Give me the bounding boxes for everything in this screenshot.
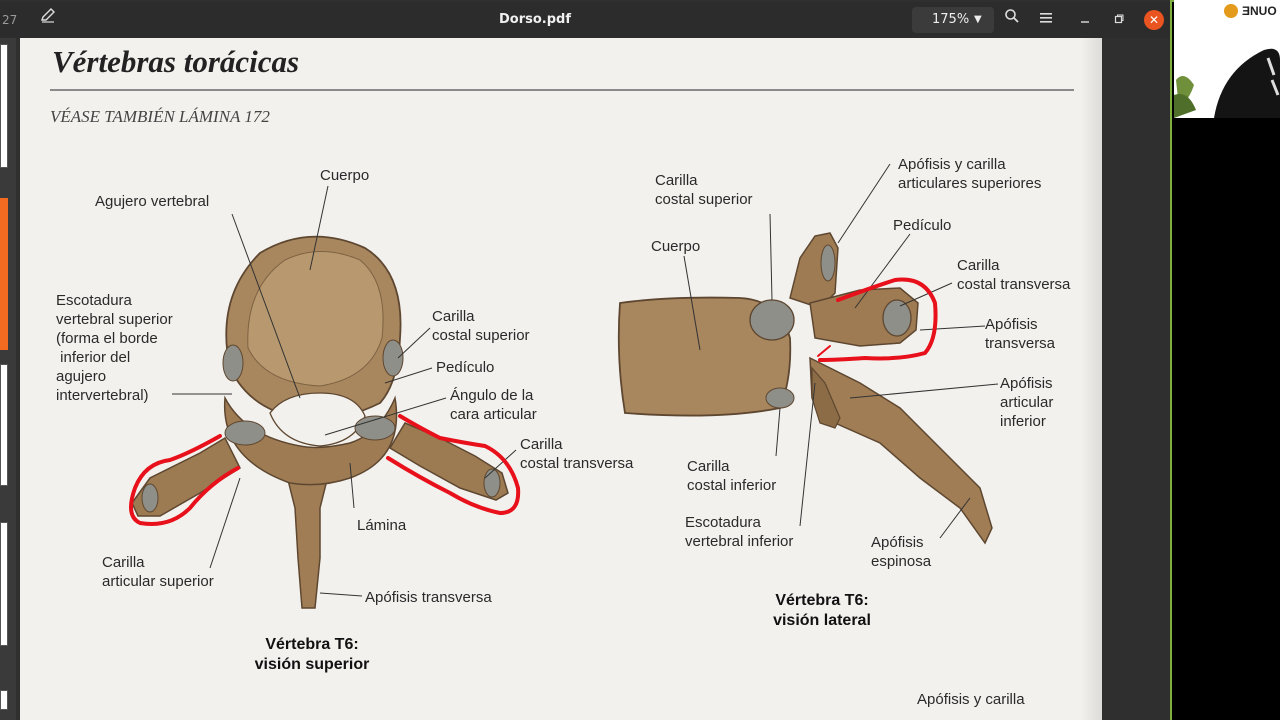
label-apofisis-carilla-sup: Apófisis y carilla articulares superiore… <box>898 156 1042 192</box>
label-pediculo: Pedículo <box>436 359 495 376</box>
caption-lateral-view: Vértebra T6: visión lateral <box>773 592 871 629</box>
logo-icon <box>1224 4 1238 18</box>
title-bar: 27 Dorso.pdf 175% ▼ ✕ <box>0 2 1170 38</box>
zoom-value: 175% <box>932 12 970 27</box>
page-thumbnail[interactable] <box>0 522 8 646</box>
webcam-background <box>1174 118 1280 720</box>
logo-text: ƎNUO <box>1242 4 1277 18</box>
label-carilla-costal-transversa: Carilla costal transversa <box>520 436 634 472</box>
pdf-viewer-window: 27 Dorso.pdf 175% ▼ ✕ Vértebras torácica… <box>0 0 1172 720</box>
label-apofisis-transversa: Apófisis transversa <box>365 589 492 606</box>
page-thumbnail[interactable] <box>0 364 8 486</box>
close-icon[interactable]: ✕ <box>1144 10 1164 30</box>
search-icon[interactable] <box>1000 8 1024 32</box>
page-subheading: VÉASE TAMBIÉN LÁMINA 172 <box>50 107 270 126</box>
annotation-strokes <box>129 277 938 526</box>
label-apofisis-transversa-lat: Apófisis transversa <box>985 316 1056 352</box>
label-lamina: Lámina <box>357 517 407 534</box>
label-cuerpo-lat: Cuerpo <box>651 238 701 255</box>
label-carilla-costal-inferior: Carilla costal inferior <box>687 458 777 494</box>
page-number: 27 <box>2 13 18 27</box>
label-angulo-cara-articular: Ángulo de la cara articular <box>450 387 537 423</box>
label-carilla-costal-superior: Carilla costal superior <box>432 308 530 344</box>
restore-icon[interactable] <box>1107 8 1131 32</box>
label-escotadura-inferior: Escotadura vertebral inferior <box>685 514 794 550</box>
zoom-dropdown[interactable]: 175% ▼ <box>912 7 994 33</box>
label-escotadura-superior: Escotadura vertebral superior (forma el … <box>56 292 173 404</box>
heading-rule <box>50 89 1074 91</box>
label-carilla-costal-superior-lat: Carilla costal superior <box>655 172 753 208</box>
page-thumbnail[interactable] <box>0 44 8 168</box>
menu-icon[interactable] <box>1034 8 1058 32</box>
label-pediculo-lat: Pedículo <box>893 217 952 234</box>
label-footer-partial: Apófisis y carilla <box>917 691 1025 708</box>
presenter-video <box>1174 48 1280 118</box>
vertebra-lateral-view <box>617 163 999 545</box>
chevron-down-icon: ▼ <box>974 14 982 25</box>
label-cuerpo: Cuerpo <box>320 167 370 184</box>
label-apofisis-articular-inferior: Apófisis articular inferior <box>1000 375 1054 430</box>
vertebra-illustrations <box>129 163 999 609</box>
edit-icon[interactable] <box>36 2 60 38</box>
document-title: Dorso.pdf <box>498 12 571 27</box>
thumbnail-sidebar <box>0 38 16 720</box>
label-apofisis-espinosa: Apófisis espinosa <box>871 534 932 570</box>
pdf-page: Vértebras torácicas VÉASE TAMBIÉN LÁMINA… <box>20 38 1102 720</box>
minimize-icon[interactable] <box>1073 8 1097 32</box>
label-carilla-costal-transversa-lat: Carilla costal transversa <box>957 257 1071 293</box>
vertebra-superior-view <box>131 185 517 609</box>
label-carilla-articular-superior: Carilla articular superior <box>102 554 214 590</box>
label-agujero-vertebral: Agujero vertebral <box>95 193 210 210</box>
webcam-panel: ƎNUO <box>1174 0 1280 118</box>
page-thumbnail-current[interactable] <box>0 198 8 350</box>
page-edge-shadow <box>1080 38 1102 720</box>
caption-superior-view: Vértebra T6: visión superior <box>254 636 370 673</box>
page-thumbnail[interactable] <box>0 690 8 710</box>
page-heading: Vértebras torácicas <box>52 44 300 79</box>
